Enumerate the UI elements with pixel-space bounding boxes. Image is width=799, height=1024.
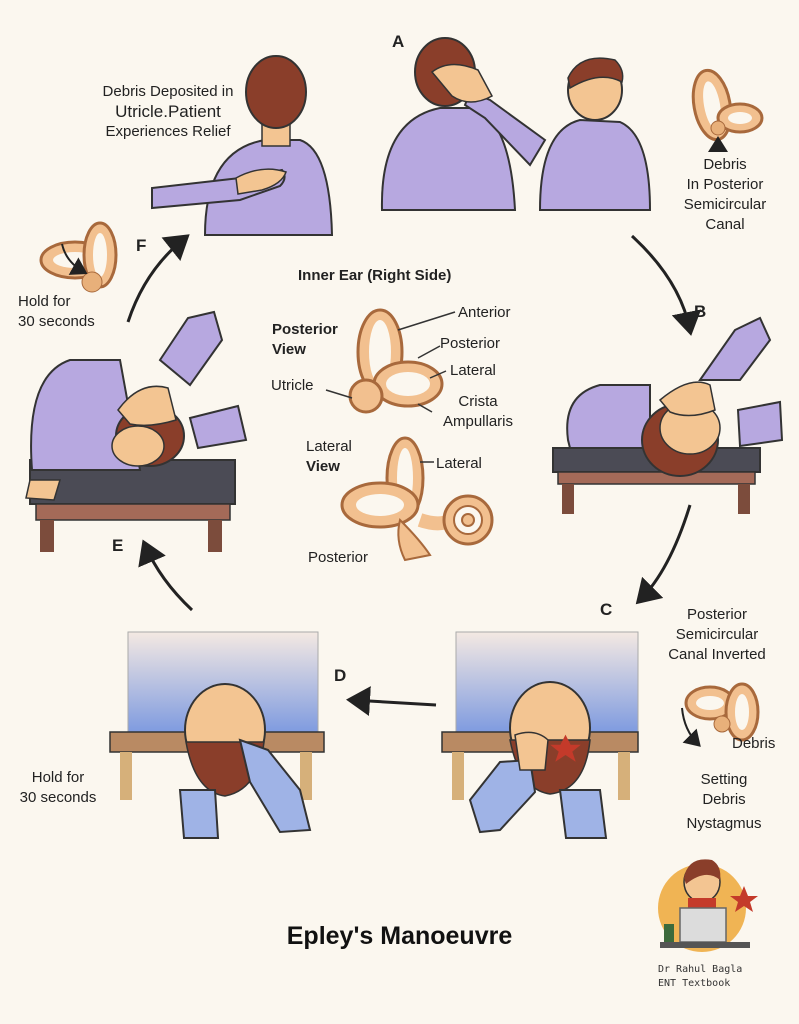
- author-credit: Dr Rahul Bagla ENT Textbook: [658, 964, 743, 989]
- step-c-letter: C: [600, 600, 613, 619]
- step-f-hold: Hold for 30 seconds: [18, 293, 95, 330]
- arrow-b-to-c: [635, 504, 692, 605]
- step-e-letter: E: [112, 536, 124, 555]
- label-lateral: Lateral: [450, 362, 496, 379]
- lateral-view-label: Lateral View: [306, 438, 352, 475]
- step-f-letter: F: [136, 236, 147, 255]
- step-d-figure: [109, 631, 325, 839]
- step-d-letter: D: [334, 666, 347, 685]
- label-posterior-2: Posterior: [308, 549, 369, 566]
- step-c-caption: Posterior Semicircular Canal Inverted: [668, 606, 766, 663]
- posterior-view-label: Posterior View: [272, 321, 338, 358]
- step-b-letter: B: [694, 302, 707, 321]
- label-anterior: Anterior: [458, 304, 511, 321]
- step-c-debris-label: Debris: [732, 735, 776, 752]
- author-avatar: [550, 734, 758, 952]
- step-a-caption: Debris In Posterior Semicircular Canal: [683, 156, 767, 233]
- label-utricle: Utricle: [271, 377, 314, 394]
- label-lateral-2: Lateral: [436, 455, 482, 472]
- step-a-letter: A: [392, 32, 405, 51]
- arrow-c-to-d: [346, 686, 437, 717]
- label-crista-ampullaris: Crista Ampullaris: [442, 393, 514, 430]
- step-b-figure: [552, 316, 784, 514]
- center-heading: Inner Ear (Right Side): [298, 267, 452, 284]
- step-e-figure: [25, 310, 248, 552]
- step-d-hold: Hold for 30 seconds: [19, 769, 97, 806]
- ear-icon-f: [39, 221, 118, 293]
- arrow-a-to-b: [630, 234, 702, 336]
- inner-ear-lateral-view: [340, 436, 494, 562]
- step-c-notes: Setting Debris Nystagmus: [686, 771, 762, 832]
- step-c-figure: [441, 631, 639, 839]
- label-posterior: Posterior: [440, 335, 501, 352]
- diagram-title: Epley's Manoeuvre: [286, 922, 513, 950]
- inner-ear-posterior-view: [325, 308, 456, 414]
- arrow-e-to-f: [126, 234, 190, 323]
- ear-icon-c: [681, 682, 760, 747]
- arrow-d-to-e: [138, 539, 194, 612]
- step-a-figure: [380, 37, 652, 211]
- step-f-caption: Debris Deposited in Utricle.Patient Expe…: [102, 83, 234, 140]
- step-f-figure: [151, 55, 334, 236]
- ear-icon-a: [691, 68, 764, 152]
